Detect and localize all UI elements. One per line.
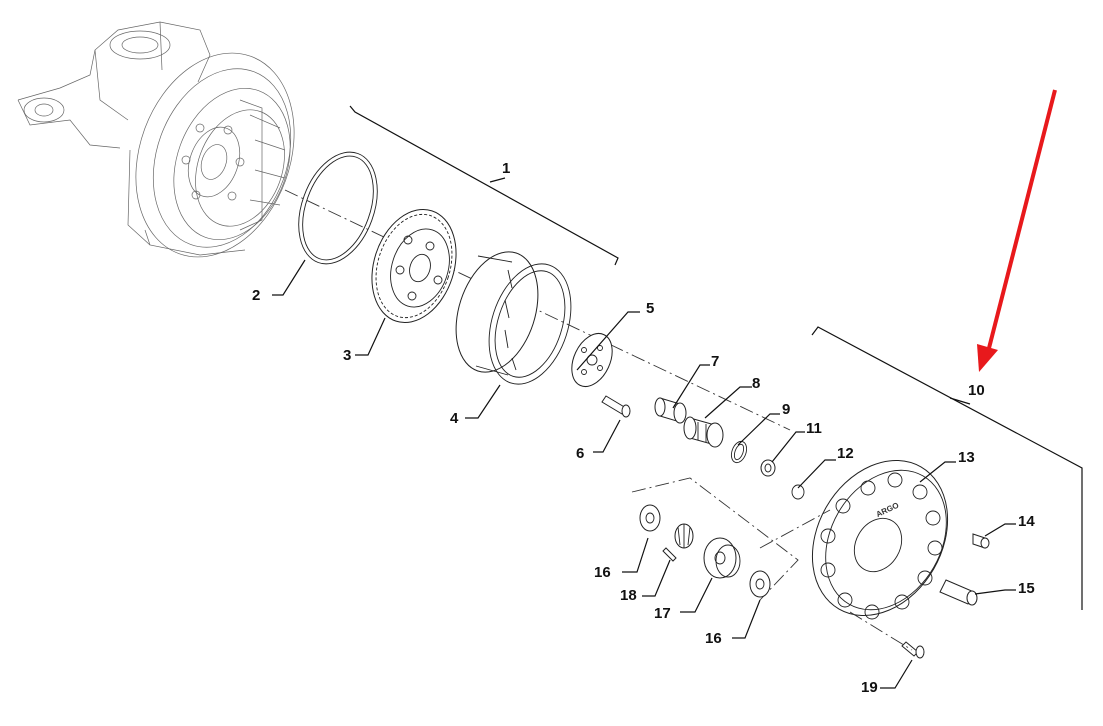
callout-16a: 16	[594, 564, 611, 581]
part-12-o-ring	[791, 484, 805, 500]
bracket-1-stem	[489, 177, 506, 183]
subassembly-box	[631, 477, 799, 601]
callout-18: 18	[620, 587, 637, 604]
callout-10: 10	[968, 382, 985, 399]
part-18-pin	[662, 547, 677, 562]
bracket-10-stem	[949, 397, 971, 405]
bracket-10	[811, 326, 1083, 610]
part-11-plug	[760, 459, 776, 477]
callout-13: 13	[958, 449, 975, 466]
part-9-circlip	[730, 440, 748, 464]
callout-8: 8	[752, 375, 760, 392]
part-16-washer-a	[639, 504, 661, 532]
red-arrow-pointer	[977, 89, 1057, 372]
part-5-plate	[571, 333, 613, 387]
callout-14: 14	[1018, 513, 1035, 530]
callout-6: 6	[576, 445, 584, 462]
bracket-1	[349, 105, 619, 266]
callout-12: 12	[837, 445, 854, 462]
part-13-cover: ARGO	[811, 460, 949, 620]
callout-11: 11	[806, 420, 822, 437]
part-16-washer-b	[749, 570, 771, 598]
callout-17: 17	[654, 605, 671, 622]
part-6-bolt	[601, 395, 631, 418]
callout-15: 15	[1018, 580, 1035, 597]
axis-line	[284, 189, 791, 431]
subassembly-link	[759, 509, 831, 549]
part-14-plug-bolt	[972, 533, 990, 549]
part-18-needle-bearing	[674, 523, 694, 549]
callout-5: 5	[646, 300, 654, 317]
part-3-ring-gear	[371, 208, 457, 324]
part-19-screw	[901, 641, 925, 659]
part-7-bushing	[654, 397, 687, 424]
callout-2: 2	[252, 287, 260, 304]
leader-lines	[272, 259, 1016, 689]
part-8-coupler	[683, 416, 724, 448]
part-4-drum	[455, 251, 572, 385]
callout-1: 1	[502, 160, 510, 177]
callout-9: 9	[782, 401, 790, 418]
screw-axis	[849, 611, 913, 651]
callout-7: 7	[711, 353, 719, 370]
callout-4: 4	[450, 410, 459, 427]
part-2-snap-ring	[298, 151, 378, 265]
part-15-pin	[939, 579, 978, 606]
hub-housing	[17, 21, 295, 258]
callout-19: 19	[861, 679, 878, 696]
part-17-gear	[703, 537, 741, 579]
callout-16b: 16	[705, 630, 722, 647]
callout-3: 3	[343, 347, 351, 364]
